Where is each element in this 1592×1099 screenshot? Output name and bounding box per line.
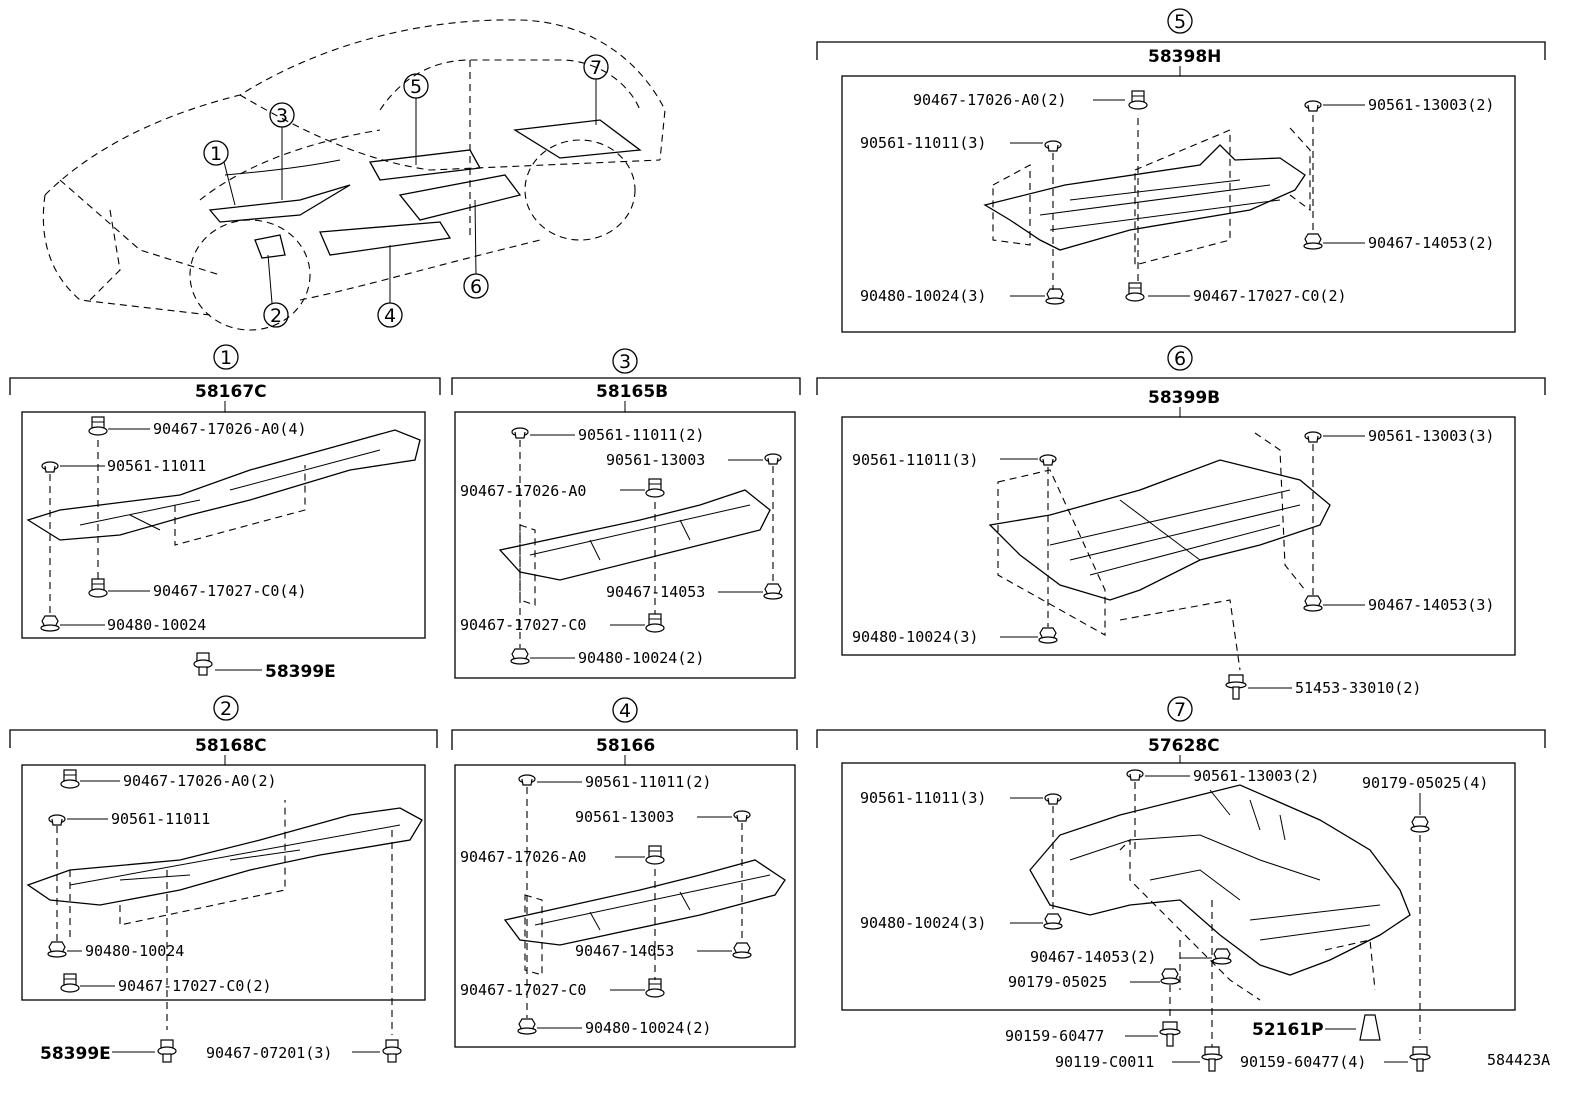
panel-3-callout: 3 bbox=[619, 351, 631, 373]
panel-2-part-3[interactable]: 90480-10024 bbox=[85, 942, 184, 960]
panel-4-part-5[interactable]: 90467-17027-C0 bbox=[460, 981, 586, 999]
panel-2: 2 58168C 90467-17026-A0(2) 90561-11011 9… bbox=[9, 695, 438, 1064]
panel-7-outside-part-4[interactable]: 90159-60477(4) bbox=[1240, 1053, 1366, 1071]
panel-1-title: 58167C bbox=[195, 382, 267, 402]
callout-7-label: 7 bbox=[590, 57, 602, 79]
panel-2-outside-left[interactable]: 58399E bbox=[40, 1044, 111, 1064]
panel-4-part-6[interactable]: 90480-10024(2) bbox=[585, 1019, 711, 1037]
panel-2-part-4[interactable]: 90467-17027-C0(2) bbox=[118, 977, 272, 995]
panel-4-part-2[interactable]: 90561-13003 bbox=[575, 808, 674, 826]
panel-5-part-1[interactable]: 90467-17026-A0(2) bbox=[913, 91, 1067, 109]
panel-6-outside-part[interactable]: 51453-33010(2) bbox=[1295, 679, 1421, 697]
panel-7-part-6[interactable]: 90179-05025 bbox=[1008, 973, 1107, 991]
panel-6-part-1[interactable]: 90561-13003(3) bbox=[1368, 427, 1494, 445]
panel-2-title: 58168C bbox=[195, 736, 267, 756]
callout-3-label: 3 bbox=[276, 105, 288, 127]
car-callouts: 1 2 3 4 5 6 7 bbox=[203, 54, 609, 328]
panel-6-part-4[interactable]: 90480-10024(3) bbox=[852, 628, 978, 646]
callout-5-label: 5 bbox=[410, 76, 422, 98]
panel-7-outside-part-3[interactable]: 90119-C0011 bbox=[1055, 1053, 1154, 1071]
panel-4-part-3[interactable]: 90467-17026-A0 bbox=[460, 848, 586, 866]
panel-7-callout: 7 bbox=[1174, 699, 1186, 721]
panel-1-part-1[interactable]: 90467-17026-A0(4) bbox=[153, 420, 307, 438]
panel-7-part-3[interactable]: 90561-11011(3) bbox=[860, 789, 986, 807]
panel-6-callout: 6 bbox=[1174, 348, 1186, 370]
panel-2-part-2[interactable]: 90561-11011 bbox=[111, 810, 210, 828]
panel-1-part-2[interactable]: 90561-11011 bbox=[107, 457, 206, 475]
callout-6-label: 6 bbox=[470, 276, 482, 298]
panel-5-title: 58398H bbox=[1148, 47, 1221, 67]
panel-3-part-1[interactable]: 90561-11011(2) bbox=[578, 426, 704, 444]
panel-3-title: 58165B bbox=[596, 382, 668, 402]
panel-5-part-6[interactable]: 90467-17027-C0(2) bbox=[1193, 287, 1347, 305]
panel-3-part-5[interactable]: 90467-17027-C0 bbox=[460, 616, 586, 634]
panel-7-title: 57628C bbox=[1148, 736, 1220, 756]
panel-7-outside-part-2[interactable]: 52161P bbox=[1252, 1020, 1324, 1040]
callout-4-label: 4 bbox=[384, 305, 396, 327]
panel-5-part-4[interactable]: 90467-14053(2) bbox=[1368, 234, 1494, 252]
panel-3-part-3[interactable]: 90467-17026-A0 bbox=[460, 482, 586, 500]
diagram-id: 584423A bbox=[1487, 1051, 1550, 1069]
panel-6-title: 58399B bbox=[1148, 388, 1220, 408]
panel-3-part-4[interactable]: 90467-14053 bbox=[606, 583, 705, 601]
car-overview bbox=[42, 19, 666, 331]
panel-2-part-1[interactable]: 90467-17026-A0(2) bbox=[123, 772, 277, 790]
panel-1-part-4[interactable]: 90480-10024 bbox=[107, 616, 206, 634]
panel-7-part-2[interactable]: 90179-05025(4) bbox=[1362, 774, 1488, 792]
panel-7-part-5[interactable]: 90467-14053(2) bbox=[1030, 948, 1156, 966]
panel-3-part-6[interactable]: 90480-10024(2) bbox=[578, 649, 704, 667]
panel-6-part-3[interactable]: 90467-14053(3) bbox=[1368, 596, 1494, 614]
panel-1-part-3[interactable]: 90467-17027-C0(4) bbox=[153, 582, 307, 600]
panel-5-callout: 5 bbox=[1174, 11, 1186, 33]
panel-5-part-3[interactable]: 90561-11011(3) bbox=[860, 134, 986, 152]
panel-2-callout: 2 bbox=[220, 698, 232, 720]
panel-5-part-5[interactable]: 90480-10024(3) bbox=[860, 287, 986, 305]
callout-2-label: 2 bbox=[270, 305, 282, 327]
panel-7-outside-part-1[interactable]: 90159-60477 bbox=[1005, 1027, 1104, 1045]
panel-5: 5 58398H 90467-17026-A0(2) 90561-13003(2… bbox=[816, 8, 1546, 333]
panel-4: 4 58166 90561-11011(2) 90561-13003 90467… bbox=[451, 697, 798, 1048]
panel-6-part-2[interactable]: 90561-11011(3) bbox=[852, 451, 978, 469]
panel-4-title: 58166 bbox=[596, 736, 655, 756]
callout-1-label: 1 bbox=[210, 143, 222, 165]
panel-6: 6 58399B 90561-11011(3) 90561-13003(3) 9… bbox=[816, 345, 1546, 700]
panel-3-part-2[interactable]: 90561-13003 bbox=[606, 451, 705, 469]
panel-2-outside-right[interactable]: 90467-07201(3) bbox=[206, 1044, 332, 1062]
panel-7-part-4[interactable]: 90480-10024(3) bbox=[860, 914, 986, 932]
panel-1: 1 58167C 90467-17026-A0(4) 90561-11011 9… bbox=[9, 344, 441, 682]
panel-4-callout: 4 bbox=[619, 700, 631, 722]
panel-4-part-4[interactable]: 90467-14053 bbox=[575, 942, 674, 960]
panel-7-part-1[interactable]: 90561-13003(2) bbox=[1193, 767, 1319, 785]
panel-4-part-1[interactable]: 90561-11011(2) bbox=[585, 773, 711, 791]
panel-5-part-2[interactable]: 90561-13003(2) bbox=[1368, 96, 1494, 114]
panel-3: 3 58165B 90561-11011(2) 90561-13003 9046… bbox=[451, 348, 801, 679]
panel-1-callout: 1 bbox=[220, 347, 232, 369]
panel-1-outside-part[interactable]: 58399E bbox=[265, 662, 336, 682]
panel-7: 7 57628C 90561-13003(2) 90179-05025(4) 9… bbox=[816, 696, 1546, 1072]
